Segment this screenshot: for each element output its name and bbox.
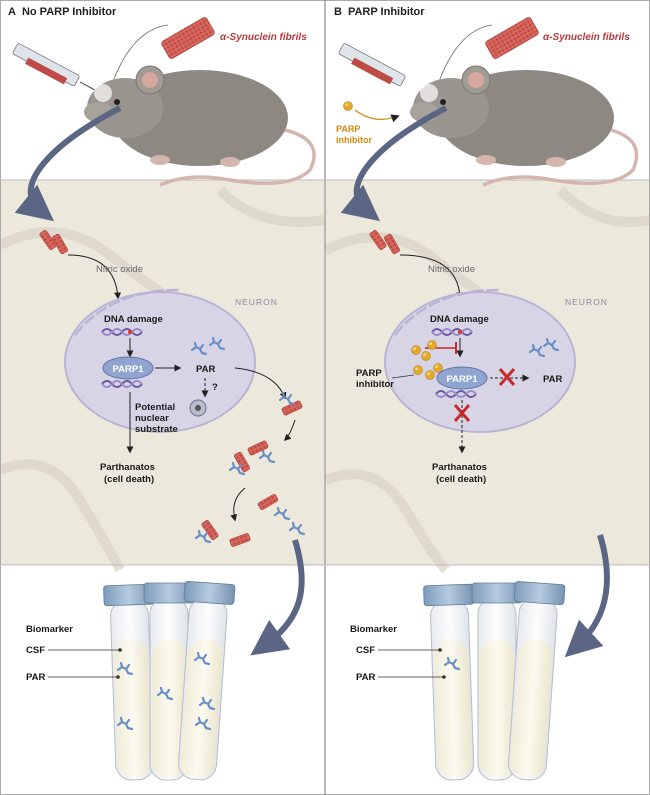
test-tube-3 [178,581,236,781]
par-leader-dot [116,675,120,679]
biomarker-label-b: Biomarker [350,624,397,635]
fibril-bundle-icon [161,17,215,59]
substrate-line-2: nuclear [135,413,169,424]
syringe-icon [12,43,105,96]
par-biomarker-label-b: PAR [356,672,375,683]
question-mark: ? [212,382,218,393]
fibrils-label-b: α-Synuclein fibrils [543,32,630,43]
neuron-label: NEURON [235,297,278,307]
par-label-b: PAR [543,374,562,385]
panel-a-title: No PARP Inhibitor [22,6,117,18]
substrate-line-1: Potential [135,402,175,413]
dna-damage-dot [128,330,132,334]
nuclear-substrate-icon [189,399,207,417]
fibril-bundle-icon-b [485,17,539,59]
arrow-to-nitric [67,254,122,300]
syringe-icon-b [338,43,406,87]
fibril-callout-line-b [435,24,493,91]
parthanatos-line-1-b: Parthanatos [432,462,487,473]
parp1-oval-b [436,366,488,390]
nucleus-b [384,291,576,433]
inhibitor-arrow-top [354,109,400,123]
big-arrow-top [14,105,122,222]
test-tube-1 [103,583,155,781]
inhibitor-ball-top [343,101,353,111]
panel-b-heading: B PARP Inhibitor [334,6,425,18]
csf-leader-dot-b [438,648,442,652]
test-tube-b3 [508,581,566,781]
test-tube-b1 [423,583,475,781]
arrow-aggregate-3 [230,487,246,522]
substrate-line-3: substrate [135,424,178,435]
inhibitor-top-line-2: inhibitor [336,135,372,145]
block-x-icon-2 [453,404,471,422]
parp1-oval [102,356,154,380]
csf-label: CSF [26,645,45,656]
big-arrow-bottom-b [564,534,610,658]
arrow-aggregate-2 [283,419,296,442]
parthanatos-line-1: Parthanatos [100,462,155,473]
arrow-to-nitric-b [399,254,464,300]
nitric-oxide-label-b: Nitric oxide [428,264,475,275]
block-x-icon-1 [498,368,516,386]
panel-a: A No PARP Inhibitor α-Synuclein fibrils [8,6,316,781]
inhibitor-label-line-1: PARP [356,368,382,379]
dna-damage-label: DNA damage [104,314,163,325]
big-arrow-bottom [250,539,305,656]
inhibitor-top-line-1: PARP [336,124,360,134]
neuron-label-b: NEURON [565,297,608,307]
dna-damage-dot-b [458,330,462,334]
nitric-oxide-label: Nitric oxide [96,264,143,275]
csf-leader-dot [118,648,122,652]
par-biomarker-label: PAR [26,672,45,683]
par-label: PAR [196,364,215,375]
panel-b-title: PARP Inhibitor [348,6,425,18]
parthanatos-line-2: (cell death) [104,474,154,485]
parp1-label: PARP1 [113,364,145,375]
nucleus-membrane-arc-b [394,288,501,336]
parthanatos-line-2-b: (cell death) [436,474,486,485]
fibril-callout-line [109,24,169,91]
panel-b-letter: B [334,6,342,18]
fibrils-label: α-Synuclein fibrils [220,32,307,43]
panel-a-heading: A No PARP Inhibitor [8,6,117,18]
test-tube-b2 [471,582,523,781]
dna-damage-label-b: DNA damage [430,314,489,325]
inhibitor-leader [391,374,415,379]
par-leader-dot-b [442,675,446,679]
panel-a-letter: A [8,6,16,18]
biomarker-label: Biomarker [26,624,73,635]
nucleus-membrane-arc [74,288,181,336]
mouse-illustration-b [410,65,639,187]
csf-label-b: CSF [356,645,375,656]
big-arrow-top-b [340,105,448,222]
mouse-illustration [84,65,316,187]
inhibitor-label-line-2: inhibitor [356,379,394,390]
parp1-label-b: PARP1 [447,374,479,385]
